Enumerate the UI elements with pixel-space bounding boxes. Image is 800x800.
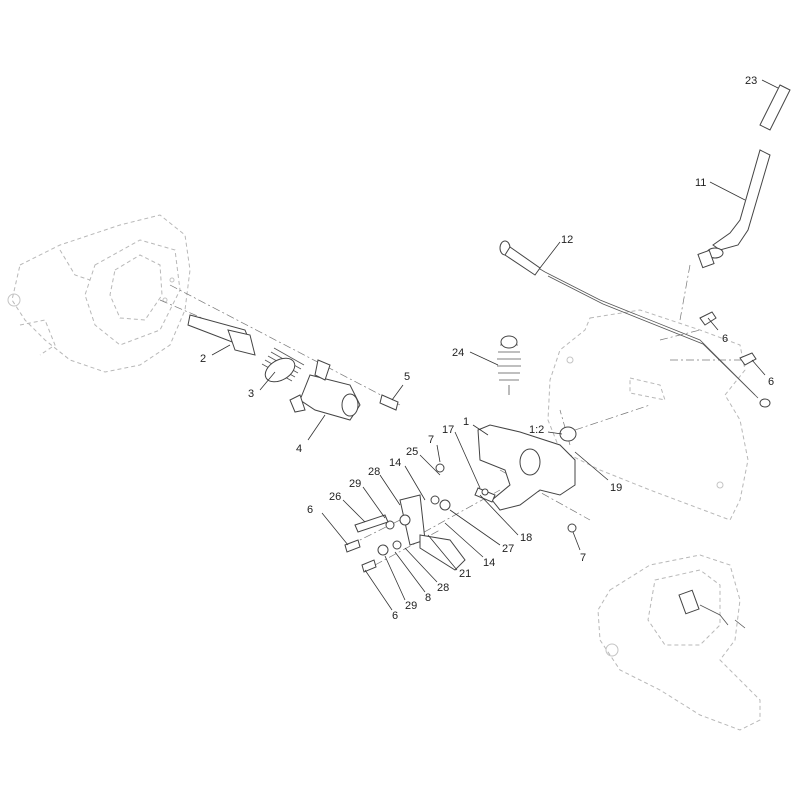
callout-11: 11 [695, 177, 706, 189]
callout-28: 28 [437, 582, 449, 594]
shaft-and-spring [187, 314, 305, 383]
callout-18: 18 [520, 532, 532, 544]
callout-14: 14 [389, 457, 401, 469]
callout-5: 5 [404, 371, 410, 383]
callout-6: 6 [307, 504, 313, 516]
callout-7: 7 [580, 552, 586, 564]
callout-24: 24 [452, 347, 464, 359]
callout-8: 8 [425, 592, 431, 604]
callout-25: 25 [406, 446, 418, 458]
leader-lines [211, 79, 779, 611]
ghost-transmission-right [597, 554, 761, 731]
callout-1-2: 1:2 [529, 424, 544, 436]
callout-29: 29 [349, 478, 361, 490]
callout-6: 6 [722, 333, 728, 345]
callout-1: 1 [463, 416, 469, 428]
callout-28: 28 [368, 466, 380, 478]
cable-assembly [499, 240, 771, 408]
callout-6: 6 [768, 376, 774, 388]
callout-2: 2 [200, 353, 206, 365]
callout-4: 4 [296, 443, 302, 455]
callout-29: 29 [405, 600, 417, 612]
callout-23: 23 [745, 75, 757, 87]
ghost-mounting-plate [547, 309, 749, 521]
ghost-transmission-left [7, 214, 191, 373]
callout-14: 14 [483, 557, 495, 569]
linkage-assembly [344, 487, 496, 573]
assembly-axis-lines [159, 264, 745, 566]
bracket-and-bolt [289, 359, 399, 421]
callout-27: 27 [502, 543, 514, 555]
callout-19: 19 [610, 482, 622, 494]
callout-12: 12 [561, 234, 573, 246]
callout-26: 26 [329, 491, 341, 503]
callout-6: 6 [392, 610, 398, 622]
callout-17: 17 [442, 424, 454, 436]
main-bracket [435, 424, 577, 533]
callout-7: 7 [428, 434, 434, 446]
callout-3: 3 [248, 388, 254, 400]
extension-spring [497, 335, 521, 395]
callout-labels: 23 11 12 6 6 2 3 5 4 24 1 7 17 1:2 19 25… [200, 75, 774, 622]
callout-21: 21 [459, 568, 471, 580]
lever-assembly [697, 84, 791, 269]
